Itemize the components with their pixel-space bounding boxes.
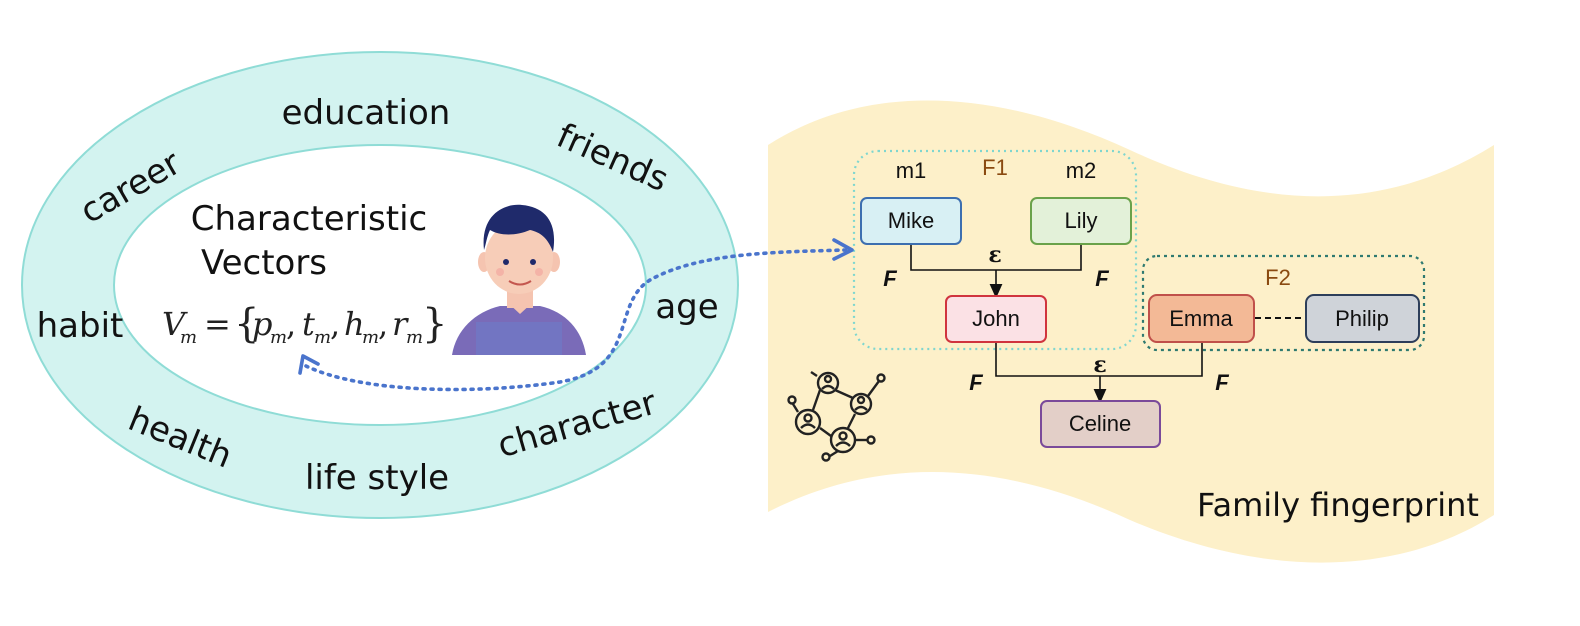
label-habit: habit [37, 306, 124, 346]
label-life-style: life style [305, 458, 449, 498]
node-mike: Mike [860, 197, 962, 245]
formula-p: p [252, 305, 272, 343]
node-philip-label: Philip [1335, 306, 1389, 331]
f-label-mike: F [883, 266, 897, 291]
label-f1: F1 [982, 155, 1008, 180]
label-age: age [655, 287, 718, 327]
f-label-lily: F [1095, 266, 1109, 291]
label-m2: m2 [1066, 158, 1097, 183]
arrowhead-right [832, 238, 854, 261]
node-mike-label: Mike [888, 208, 934, 233]
node-celine-label: Celine [1069, 411, 1131, 436]
formula-h: h [344, 305, 365, 343]
person-avatar-icon [452, 204, 586, 355]
vector-formula: V m = { p m , t m , h m , r m } [162, 301, 447, 348]
caption-family-fingerprint: Family fingerprint [1197, 486, 1479, 524]
label-f2: F2 [1265, 265, 1291, 290]
arrowhead-left [298, 354, 320, 375]
node-lily-label: Lily [1064, 208, 1097, 233]
formula-sub-t: m [314, 327, 331, 348]
family-group-f2 [1141, 254, 1426, 352]
family-fingerprint-panel: F1 F2 m1 m2 ε ε F F F F Mike Lily John [768, 100, 1494, 563]
connector-parents-f2 [995, 343, 1203, 377]
formula-rbrace: } [422, 301, 447, 347]
f-label-john: F [969, 370, 983, 395]
formula-t: t [302, 305, 315, 343]
title-characteristic: Characteristic [191, 199, 428, 239]
node-celine: Celine [1040, 400, 1161, 448]
label-education: education [282, 93, 451, 133]
formula-sub-r: m [406, 327, 423, 348]
formula-comma-2: , [330, 305, 340, 343]
title-vectors: Vectors [201, 243, 327, 283]
node-john: John [945, 295, 1047, 343]
formula-comma-1: , [286, 305, 296, 343]
formula-lbrace: { [234, 301, 259, 347]
inner-ellipse [113, 144, 647, 426]
epsilon-f1: ε [988, 242, 1001, 268]
node-lily: Lily [1030, 197, 1132, 245]
node-john-label: John [972, 306, 1020, 331]
node-philip: Philip [1305, 294, 1420, 343]
family-group-f1 [852, 149, 1138, 351]
epsilon-f2: ε [1093, 352, 1106, 378]
node-emma: Emma [1148, 294, 1255, 343]
label-m1: m1 [896, 158, 927, 183]
network-people-icon [787, 371, 886, 462]
f-label-emma: F [1215, 370, 1229, 395]
formula-v: V [162, 305, 188, 343]
formula-sub-v: m [180, 327, 197, 348]
formula-r: r [392, 305, 409, 343]
link-arrow-dotted [304, 248, 848, 392]
characteristics-panel: education friends career habit age healt… [21, 51, 739, 519]
formula-sub-p: m [270, 327, 287, 348]
formula-comma-3: , [378, 305, 388, 343]
formula-sub-h: m [362, 327, 379, 348]
formula-eq: = [204, 305, 231, 343]
node-emma-label: Emma [1169, 306, 1233, 331]
